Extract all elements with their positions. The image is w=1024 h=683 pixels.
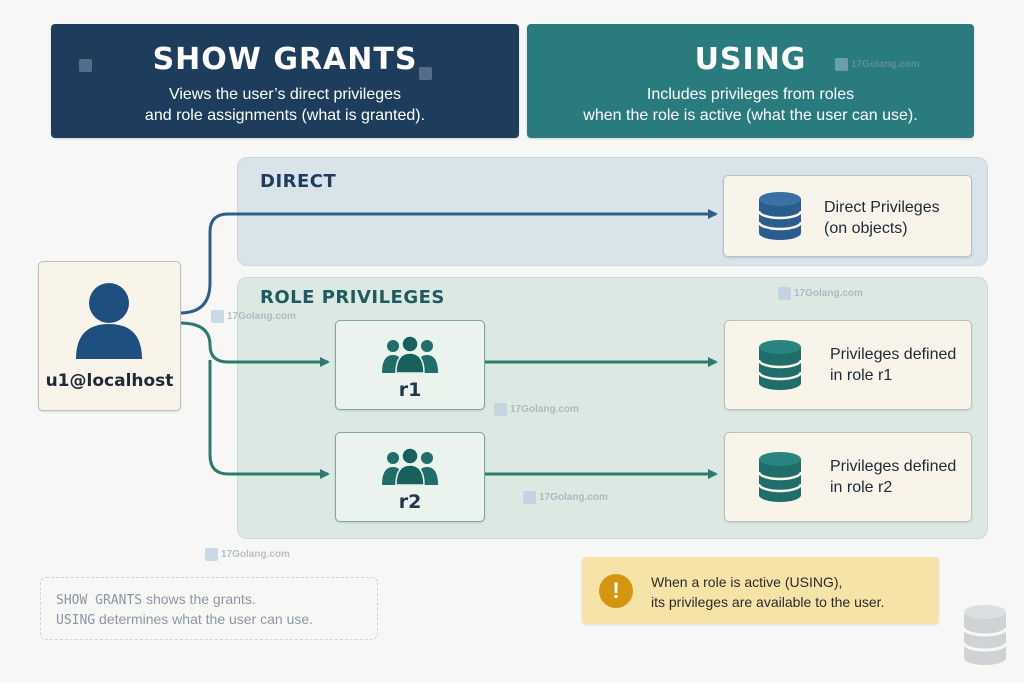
watermark: 17Golang.com [523,491,608,504]
watermark: 17Golang.com [778,287,863,300]
role-r1-label: r1 [398,379,422,401]
user-card: u1@localhost [38,261,181,411]
database-icon [757,452,803,502]
database-icon [757,192,803,240]
watermark-icon [778,287,791,300]
direct-panel-title: DIRECT [260,171,337,192]
watermark: 17Golang.com [211,310,296,323]
using-header: USING Includes privileges from roles whe… [527,24,974,138]
database-icon [962,605,1008,665]
watermark: 17Golang.com [205,548,290,561]
direct-privileges-card: Direct Privileges (on objects) [723,175,972,257]
watermark: 17Golang.com [835,58,920,71]
show-grants-header: SHOW GRANTS Views the user’s direct priv… [51,24,519,138]
watermark-icon [835,58,848,71]
summary-note: SHOW GRANTS shows the grants. USING dete… [40,577,378,640]
watermark [79,59,92,72]
role-r1-arrow [179,321,330,367]
using-description: Includes privileges from roles when the … [583,86,918,124]
watermark-icon [523,491,536,504]
user-icon [76,283,142,359]
watermark-icon [79,59,92,72]
group-icon [382,447,438,486]
database-icon [757,340,803,390]
direct-privileges-text: Direct Privileges (on objects) [824,199,940,237]
role-privileges-panel-title: ROLE PRIVILEGES [260,287,445,308]
user-label: u1@localhost [45,371,174,391]
active-role-callout: ! When a role is active (USING), its pri… [582,557,939,624]
role-r1-privileges-text: Privileges defined in role r1 [830,346,957,384]
role-r2-card: r2 [335,432,485,522]
role-r2-label: r2 [398,491,422,513]
show-grants-title: SHOW GRANTS [152,42,418,77]
summary-line-2: USING determines what the user can use. [56,611,314,628]
group-icon [382,335,438,374]
role-r1-privileges-card: Privileges defined in role r1 [724,320,972,410]
watermark: 17Golang.com [494,403,579,416]
summary-line-1: SHOW GRANTS shows the grants. [56,591,256,608]
role-r2-privileges-text: Privileges defined in role r2 [830,458,957,496]
direct-arrow [179,209,718,315]
callout-text: When a role is active (USING), its privi… [651,574,885,610]
role-r1-card: r1 [335,320,485,410]
using-title: USING [694,42,807,77]
watermark-icon [205,548,218,561]
role-r2-arrow [208,360,330,479]
watermark [419,67,432,80]
show-grants-description: Views the user’s direct privileges and r… [144,86,426,124]
role-r2-privileges-card: Privileges defined in role r2 [724,432,972,522]
watermark-icon [211,310,224,323]
warning-icon: ! [599,574,633,608]
watermark-icon [419,67,432,80]
watermark-icon [494,403,507,416]
